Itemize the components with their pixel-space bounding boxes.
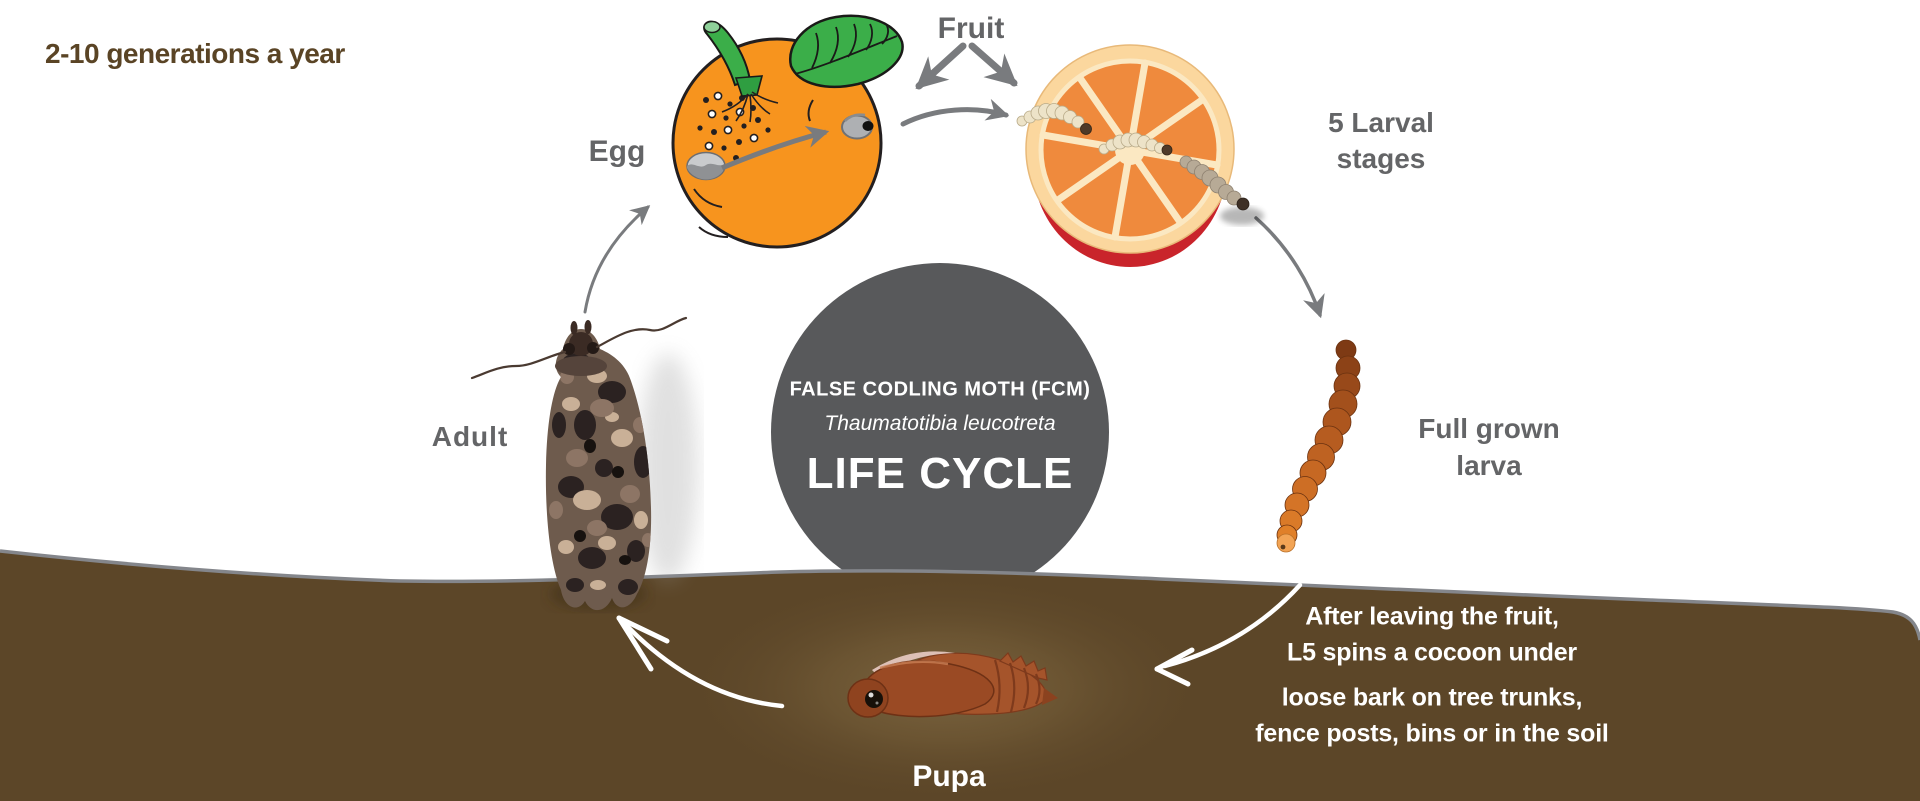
moth-palp-right: [584, 320, 592, 334]
cycle-arrows: [583, 42, 1325, 319]
cut-orange-illustration: [1016, 44, 1264, 267]
full-grown-larva-illustration: [1276, 339, 1361, 553]
orange-peel-arcs: [693, 99, 814, 238]
orange-body: [671, 37, 883, 249]
stage-label-full-grown-larva: Full grown larva: [1418, 410, 1560, 484]
antenna-right: [595, 316, 688, 349]
calyx-rays: [721, 91, 779, 123]
arrow-fruit-to-right-orange: [968, 42, 1018, 87]
generations-note: 2-10 generations a year: [45, 38, 345, 69]
young-larva-2: [1098, 132, 1173, 156]
larva-head: [1276, 533, 1296, 553]
moth-eye-right: [587, 342, 599, 354]
full-grown-line1: Full grown: [1418, 413, 1560, 444]
moth-head: [569, 332, 593, 356]
moth-eye-left: [563, 343, 575, 355]
arrow-larva-to-pupa: [1154, 582, 1303, 687]
cocoon-note: After leaving the fruit, L5 spins a coco…: [1255, 599, 1609, 752]
arrow-eggmass-to-egg: [721, 125, 830, 171]
cocoon-note-line1: After leaving the fruit,: [1305, 602, 1559, 631]
badge-common-name: FALSE CODLING MOTH (FCM): [789, 378, 1091, 401]
young-larva-1: [1016, 103, 1092, 135]
arrow-fruit-to-left-orange: [915, 42, 967, 90]
magnified-egg-icon: [841, 113, 874, 140]
cocoon-note-line2: L5 spins a cocoon under: [1287, 638, 1577, 667]
badge-scientific-name: Thaumatotibia leucotreta: [824, 412, 1056, 435]
arrow-whole-to-cut-orange: [900, 98, 1010, 127]
larval-stages-line2: stages: [1336, 143, 1426, 174]
pupa-spikes: [998, 652, 1048, 681]
moth-collar: [555, 356, 607, 376]
antenna-left: [470, 350, 567, 380]
center-badge-circle: [771, 263, 1109, 601]
orange-stem: [703, 20, 764, 97]
moth-cast-shadow: [638, 353, 698, 583]
stage-label-egg: Egg: [588, 135, 646, 168]
moth-illustration: [470, 316, 698, 611]
full-grown-line2: larva: [1456, 450, 1522, 481]
moth-palp-left: [570, 321, 578, 335]
stage-label-fruit: Fruit: [937, 12, 1005, 45]
moth-wing-mottling: [549, 353, 652, 595]
stage-label-pupa: Pupa: [912, 760, 986, 793]
larva-shadow: [1220, 207, 1264, 225]
badge-subtitle: LIFE CYCLE: [806, 449, 1074, 498]
stage-label-larval-stages: 5 Larval stages: [1328, 105, 1434, 177]
pupa-segment-ridges: [993, 659, 1041, 713]
egg-mass-icon: [686, 151, 726, 181]
pupa-tail: [1042, 688, 1058, 705]
pupa-eye: [865, 690, 883, 708]
egg-cluster: [697, 91, 771, 163]
larval-stages-line1: 5 Larval: [1328, 107, 1434, 138]
arrow-pupa-to-adult: [616, 615, 785, 709]
moth-antennae: [470, 316, 688, 380]
underground-arrows: [616, 582, 1303, 709]
arrow-cut-orange-to-larva: [1254, 216, 1325, 319]
arrow-adult-to-egg: [583, 205, 651, 314]
young-larva-3: [1179, 155, 1250, 211]
whole-orange-illustration: [671, 14, 904, 249]
cocoon-note-line4: fence posts, bins or in the soil: [1255, 719, 1609, 748]
cocoon-note-line3: loose bark on tree trunks,: [1281, 683, 1583, 712]
leaf-icon: [788, 14, 904, 89]
stage-label-adult: Adult: [431, 421, 509, 452]
pupa-illustration: [847, 651, 1058, 718]
soil-edge-line: [0, 549, 1920, 641]
